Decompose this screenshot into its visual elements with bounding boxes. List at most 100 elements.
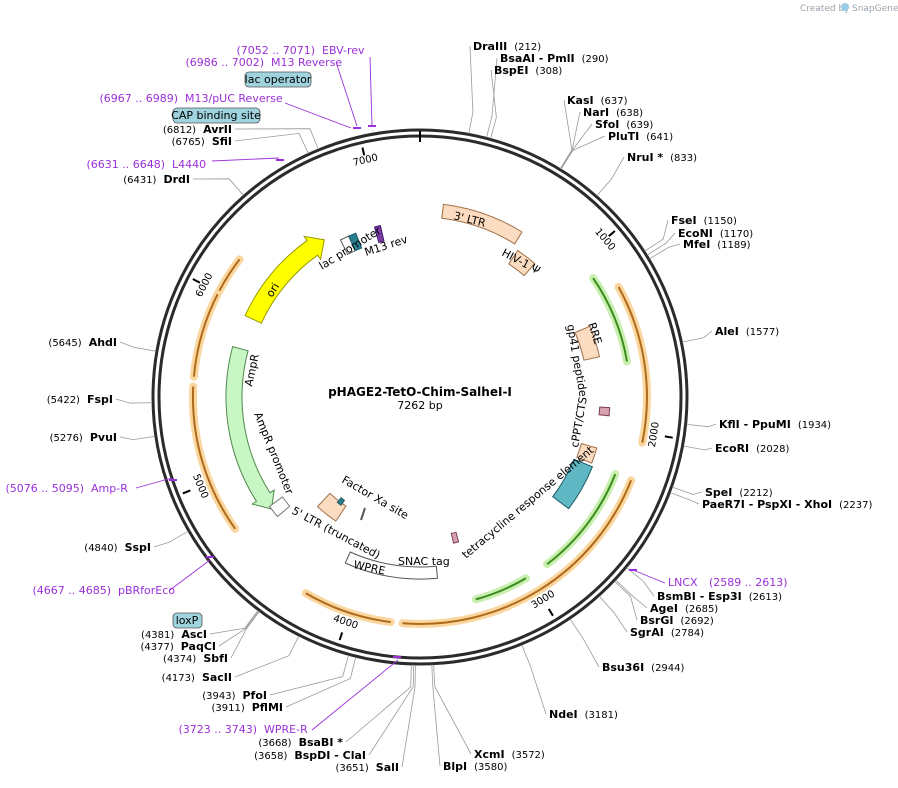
snapgene-watermark: Created by SnapGene xyxy=(800,3,898,14)
site-position: (3580) xyxy=(474,762,507,773)
feature-label: tetracycline response element xyxy=(460,443,597,561)
site-leader-line xyxy=(115,398,153,404)
plasmid-name: pHAGE2-TetO-Chim-SalheI-I xyxy=(328,385,512,399)
site-leader-line xyxy=(234,128,319,150)
site-position: (4377) xyxy=(141,642,174,653)
site-name: AleI xyxy=(715,325,739,338)
tick-mark xyxy=(338,632,344,641)
site-name: AvrII xyxy=(203,123,232,136)
site-leader-line xyxy=(569,618,600,668)
watermark-created-by: Created by xyxy=(800,4,850,14)
orf-arrow xyxy=(218,258,241,292)
site-leader-line xyxy=(672,486,703,495)
site-name: DraIII xyxy=(473,40,507,53)
primer-leader-line xyxy=(211,157,280,162)
site-name: NarI xyxy=(583,106,609,119)
site-leader-line xyxy=(209,610,259,635)
site-position: (2784) xyxy=(671,628,704,639)
orf-arrow-green xyxy=(546,473,617,565)
feature-factor-xa xyxy=(360,507,366,521)
site-leader-line xyxy=(682,330,713,343)
site-position: (4173) xyxy=(162,673,195,684)
site-name: BsaAI - PmlI xyxy=(500,52,575,65)
site-name: SalI xyxy=(376,761,399,774)
site-name: PaqCI xyxy=(181,640,216,653)
primer-name: WPRE-R xyxy=(264,723,308,736)
site-position: (1934) xyxy=(798,420,831,431)
primer-leader-line xyxy=(284,102,352,129)
site-name: DrdI xyxy=(163,173,190,186)
site-position: (833) xyxy=(670,153,697,164)
site-position: (3911) xyxy=(211,703,244,714)
site-position: (212) xyxy=(514,42,541,53)
site-position: (1189) xyxy=(717,240,750,251)
primer-range: (6631 .. 6648) xyxy=(86,158,165,171)
primer-name: pBRforEco xyxy=(118,584,175,597)
tick-label: 2000 xyxy=(647,421,662,448)
feature-label: Factor Xa site xyxy=(340,473,411,522)
feature-5-ltr xyxy=(316,492,347,522)
site-name: BsrGI xyxy=(640,614,673,627)
site-leader-line xyxy=(119,436,155,441)
site-position: (3651) xyxy=(336,763,369,774)
feature-label: 3' LTR xyxy=(452,209,487,230)
site-name: BsmBI - Esp3I xyxy=(657,590,742,603)
primer-leader-line xyxy=(632,569,666,584)
feature-ampr-promoter xyxy=(268,496,291,518)
site-position: (308) xyxy=(535,66,562,77)
feature-label: cPPT/CTS xyxy=(568,396,590,449)
feature-ampr xyxy=(225,346,275,510)
site-name: PvuI xyxy=(90,431,117,444)
site-position: (2685) xyxy=(685,604,718,615)
site-position: (639) xyxy=(626,120,653,131)
site-leader-line xyxy=(234,132,309,154)
tick-mark xyxy=(182,489,191,495)
site-name: SgrAI xyxy=(630,626,664,639)
orf-arrow xyxy=(305,592,391,624)
site-name: SfoI xyxy=(595,118,619,131)
site-position: (2692) xyxy=(680,616,713,627)
snapgene-logo-icon xyxy=(841,3,849,11)
site-name: AgeI xyxy=(650,602,678,615)
primer-leader-line xyxy=(311,659,399,731)
tick-mark xyxy=(664,435,673,439)
primer-labels: (7052 .. 7071) EBV-rev (6986 .. 7002) M1… xyxy=(5,44,787,736)
loxp-label: loxP xyxy=(176,614,199,627)
tick-mark xyxy=(361,147,366,156)
backbone-outer-ring xyxy=(151,128,689,666)
site-leader-line xyxy=(490,69,497,139)
site-position: (6765) xyxy=(172,137,205,148)
feature-hiv-psi xyxy=(508,249,536,277)
site-leader-layer xyxy=(115,45,717,768)
primer-range: (6967 .. 6989) xyxy=(99,92,178,105)
primer-name: LNCX xyxy=(668,576,698,589)
site-name: XcmI xyxy=(474,748,505,761)
tick-label: 1000 xyxy=(592,227,617,254)
cap-binding-site-label: CAP binding site xyxy=(171,109,261,122)
site-leader-line xyxy=(560,123,593,170)
orf-arrow-green xyxy=(475,577,527,601)
site-position: (6431) xyxy=(123,175,156,186)
orf-glow xyxy=(189,288,223,381)
site-position: (2237) xyxy=(839,500,872,511)
boxed-labels: lac operator CAP binding site loxP xyxy=(171,71,312,629)
feature-label: ori xyxy=(264,281,283,300)
site-leader-line xyxy=(560,135,606,170)
feature-rre xyxy=(574,325,601,361)
site-name: EcoNI xyxy=(678,227,713,240)
feature-cppt xyxy=(576,442,598,464)
site-position: (1150) xyxy=(704,216,737,227)
site-leader-line xyxy=(345,664,412,743)
site-name: SspI xyxy=(125,541,151,554)
site-position: (3668) xyxy=(258,738,291,749)
site-position: (4374) xyxy=(163,654,196,665)
site-name: NruI * xyxy=(627,151,663,164)
site-leader-line xyxy=(521,644,547,715)
site-leader-line xyxy=(670,492,700,505)
site-name: Bsu36I xyxy=(602,661,644,674)
site-leader-line xyxy=(686,423,717,428)
orf-arrow xyxy=(617,286,648,443)
site-leader-line xyxy=(401,664,416,768)
primer-range: (4667 .. 4685) xyxy=(32,584,111,597)
